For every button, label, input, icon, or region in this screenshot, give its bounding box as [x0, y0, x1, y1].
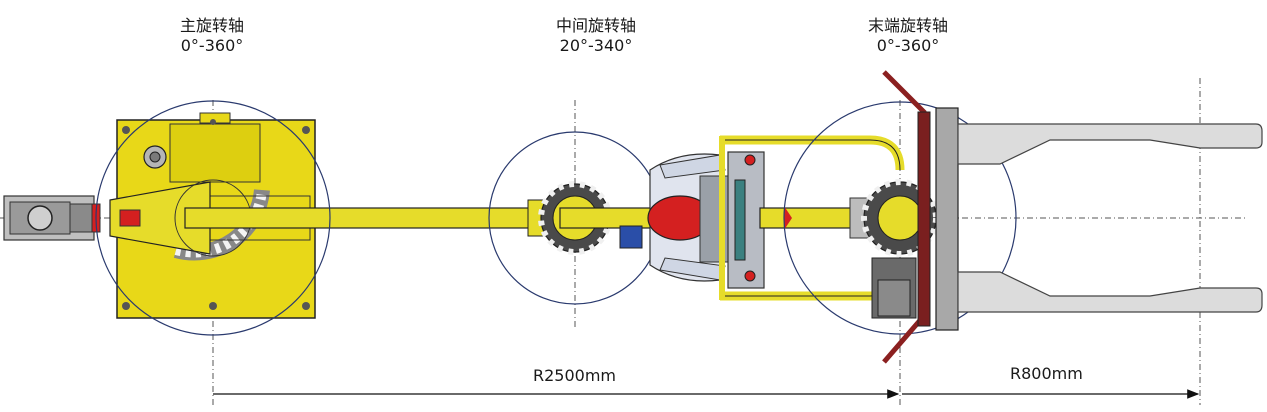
middle-axis-name: 中间旋转轴 [555, 16, 636, 35]
main-arm [184, 207, 581, 229]
motor-assembly [619, 151, 765, 289]
middle-joint [527, 181, 701, 255]
end-rotation-circle [783, 101, 1017, 335]
rear-motor [3, 195, 101, 241]
main-axis-label: 主旋转轴 0°-360° [162, 16, 262, 56]
end-axis-range: 0°-360° [876, 36, 940, 55]
end-axis-label: 末端旋转轴 0°-360° [848, 16, 968, 56]
main-axis-range: 0°-360° [180, 36, 244, 55]
gripper-plate [882, 70, 959, 364]
reach-main-label: R2500mm [533, 366, 617, 385]
main-axis-name: 主旋转轴 [179, 16, 244, 35]
middle-axis-label: 中间旋转轴 20°-340° [536, 16, 656, 56]
main-rotation-circle [95, 100, 331, 336]
end-axis-name: 末端旋转轴 [867, 16, 948, 35]
reach-end-label: R800mm [1010, 364, 1083, 383]
forks [957, 123, 1263, 313]
middle-axis-range: 20°-340° [559, 36, 633, 55]
